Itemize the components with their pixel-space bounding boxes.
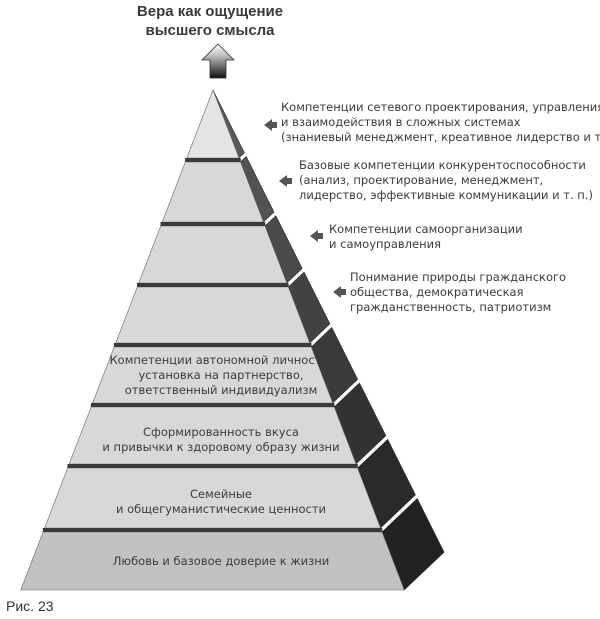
pointer-arrow-icon	[279, 175, 287, 187]
pyramid-level-face	[115, 286, 311, 344]
pyramid-level-face	[186, 89, 240, 159]
level-label: Компетенции автономной личности, установ…	[96, 353, 346, 398]
level-label: Сформированность вкуса и привычки к здор…	[76, 425, 366, 455]
apex-title-line: высшего смысла	[145, 22, 275, 39]
side-note: Базовые компетенции конкурентоспособност…	[299, 158, 593, 203]
level-label-line: Любовь и базовое доверие к жизни	[112, 554, 330, 568]
up-arrow-icon	[201, 43, 235, 79]
apex-title-line: Вера как ощущение	[136, 3, 284, 20]
apex-title: Вера как ощущение высшего смысла	[110, 2, 310, 40]
pyramid-separator	[185, 158, 241, 162]
level-label-line: и привычки к здоровому образу жизни	[102, 440, 340, 454]
level-label-line: Сформированность вкуса	[143, 425, 299, 439]
pyramid-separator	[160, 222, 266, 226]
pyramid-separator	[137, 283, 289, 287]
pointer-arrow-shaft	[272, 122, 277, 128]
figure-caption: Рис. 23	[6, 598, 54, 614]
side-note: Понимание природы гражданского общества,…	[350, 270, 566, 315]
pyramid-separator	[67, 464, 358, 468]
pointer-arrow-icon	[310, 230, 318, 242]
pyramid-separator	[113, 343, 312, 347]
pointer-arrow-shaft	[287, 178, 292, 184]
side-note-line: Базовые компетенции конкурентоспособност…	[299, 158, 586, 172]
side-note-line: гражданственность, патриотизм	[350, 300, 552, 314]
pointer-arrow-icon	[333, 286, 341, 298]
level-label: Семейные и общегуманистические ценности	[76, 487, 366, 517]
pyramid-separator	[42, 528, 383, 532]
pointer-arrow-shaft	[318, 233, 323, 239]
side-note-line: и взаимодействия в сложных системах	[281, 115, 521, 129]
side-note-line: лидерство, эффективные коммуникации и т.…	[299, 188, 593, 202]
side-note: Компетенции сетевого проектирования, упр…	[281, 100, 600, 145]
level-label: Любовь и базовое доверие к жизни	[56, 554, 386, 569]
pointer-arrow-shaft	[341, 289, 346, 295]
side-note-line: общества, демократическая	[350, 285, 524, 299]
level-label-line: Компетенции автономной личности,	[109, 353, 333, 367]
side-note-line: (знаниевый менеджмент, креативное лидерс…	[281, 130, 600, 144]
side-note: Компетенции самоорганизации и самоуправл…	[329, 222, 523, 252]
side-note-line: Компетенции самоорганизации	[329, 222, 523, 236]
level-label-line: и общегуманистические ценности	[115, 502, 327, 516]
level-label-line: ответственный индивидуализм	[124, 383, 318, 397]
pyramid-separator	[90, 403, 335, 407]
side-note-line: Понимание природы гражданского	[350, 270, 567, 284]
side-note-line: и самоуправления	[329, 237, 441, 251]
pointer-arrow-icon	[264, 119, 272, 131]
side-note-line: (анализ, проектирование, менеджмент,	[299, 173, 544, 187]
side-note-line: Компетенции сетевого проектирования, упр…	[281, 100, 600, 114]
level-label-line: Семейные	[189, 487, 252, 501]
level-label-line: установка на партнерство,	[138, 368, 304, 382]
pyramid-level-face	[138, 225, 288, 284]
